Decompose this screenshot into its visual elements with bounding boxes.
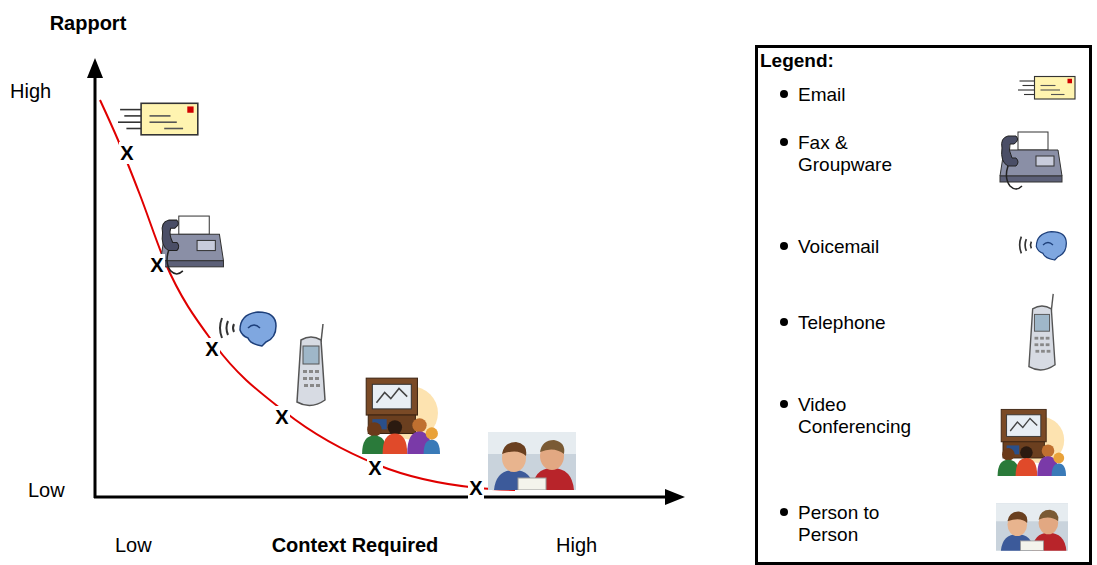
legend-label: Video Conferencing xyxy=(798,394,923,438)
trend-curve xyxy=(100,100,515,490)
legend-entry: Email xyxy=(780,84,923,106)
legend-bullet xyxy=(780,90,788,98)
legend-bullet xyxy=(780,318,788,326)
legend-label: Voicemail xyxy=(798,236,923,258)
legend-box: Legend: EmailFax & GroupwareVoicemailTele… xyxy=(755,45,1092,565)
legend-label: Person to Person xyxy=(798,502,923,546)
legend-icons xyxy=(996,77,1075,551)
legend-bullet xyxy=(780,508,788,516)
axis-arrowhead xyxy=(665,489,685,505)
legend-bullet xyxy=(780,138,788,146)
axis-tick-label: High xyxy=(556,534,597,556)
point-marker: X xyxy=(468,477,483,499)
legend-entry: Voicemail xyxy=(780,236,923,258)
legend-label: Fax & Groupware xyxy=(798,132,923,176)
point-marker: X xyxy=(119,142,134,164)
legend-label: Email xyxy=(798,84,923,106)
axes xyxy=(94,72,670,498)
axis-tick-label: Low xyxy=(28,479,65,501)
point-marker: X xyxy=(204,338,219,360)
axis-tick-label: Low xyxy=(115,534,152,556)
point-marker: X xyxy=(149,254,164,276)
legend-title: Legend: xyxy=(760,50,834,72)
axis-tick-label: High xyxy=(10,80,51,102)
chart-icons xyxy=(118,103,576,490)
legend-entry: Telephone xyxy=(780,312,923,334)
axis-title: Context Required xyxy=(272,534,439,556)
legend-entry: Person to Person xyxy=(780,502,923,546)
point-marker: X xyxy=(274,406,289,428)
legend-entry: Video Conferencing xyxy=(780,394,923,438)
axis-arrowhead xyxy=(87,58,103,78)
legend-label: Telephone xyxy=(798,312,923,334)
legend-entry: Fax & Groupware xyxy=(780,132,923,176)
legend-bullet xyxy=(780,400,788,408)
axis-title: Rapport xyxy=(50,12,127,34)
point-marker: X xyxy=(367,457,382,479)
legend-bullet xyxy=(780,242,788,250)
